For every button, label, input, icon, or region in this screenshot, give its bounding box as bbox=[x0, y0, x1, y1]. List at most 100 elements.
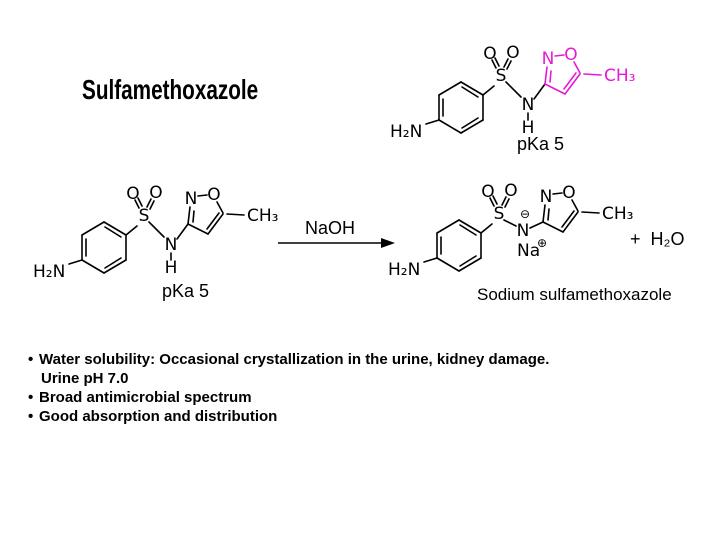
bullet-text: Water solubility: Occasional crystalliza… bbox=[39, 351, 550, 368]
oxygen-right-label: O bbox=[506, 43, 519, 63]
bond bbox=[547, 208, 550, 221]
amine-label: H₂N bbox=[388, 260, 420, 280]
bond bbox=[438, 119, 462, 134]
bond bbox=[68, 259, 83, 265]
bond bbox=[104, 226, 122, 238]
reagent-label: NaOH bbox=[305, 218, 356, 238]
ring-o-label: O bbox=[207, 185, 220, 205]
bond bbox=[503, 58, 509, 68]
bond bbox=[503, 219, 517, 227]
bond bbox=[461, 86, 479, 98]
bond bbox=[506, 60, 512, 70]
bond bbox=[491, 59, 497, 69]
bond bbox=[492, 195, 498, 205]
sodium-label: Na bbox=[517, 241, 540, 261]
pka-label-left: pKa 5 bbox=[162, 281, 210, 301]
bond bbox=[501, 196, 507, 206]
bond bbox=[460, 119, 484, 134]
reaction-arrow-icon bbox=[278, 238, 395, 248]
bond bbox=[494, 57, 500, 67]
bond bbox=[104, 257, 122, 269]
bullet-marker: • bbox=[28, 408, 34, 425]
list-item: • Water solubility: Occasional crystalliz… bbox=[28, 350, 549, 369]
bond bbox=[207, 213, 224, 235]
bond bbox=[504, 198, 510, 208]
bond bbox=[505, 81, 522, 98]
bullet-text: Urine pH 7.0 bbox=[41, 370, 129, 387]
bond bbox=[549, 70, 552, 83]
bond bbox=[459, 255, 477, 267]
bond bbox=[542, 221, 564, 233]
pka-label-top: pKa 5 bbox=[517, 134, 565, 154]
sulfur-label: S bbox=[139, 206, 150, 226]
amide-n-label: N bbox=[517, 221, 530, 241]
bond bbox=[81, 259, 105, 274]
bond bbox=[192, 210, 195, 223]
bullet-text: Broad antimicrobial spectrum bbox=[39, 389, 252, 406]
bond bbox=[425, 119, 440, 125]
methyl-label: CH₃ bbox=[604, 66, 635, 86]
amine-label: H₂N bbox=[33, 262, 65, 282]
bond bbox=[542, 204, 546, 223]
bond bbox=[134, 199, 140, 209]
oxygen-left-label: O bbox=[126, 184, 139, 204]
amide-n-label: N bbox=[522, 95, 535, 115]
bond bbox=[436, 257, 460, 272]
bond bbox=[461, 117, 479, 129]
amide-h-label: H bbox=[522, 118, 535, 138]
ring-o-label: O bbox=[562, 183, 575, 203]
bond bbox=[460, 81, 484, 96]
product-name-label: Sodium sulfamethoxazole bbox=[477, 285, 672, 304]
bullet-text: Good absorption and distribution bbox=[39, 408, 278, 425]
amine-label: H₂N bbox=[390, 122, 422, 142]
methyl-label: CH₃ bbox=[247, 206, 278, 226]
bond bbox=[81, 221, 105, 236]
bond bbox=[459, 224, 477, 236]
ring-o-label: O bbox=[564, 45, 577, 65]
bond bbox=[482, 85, 495, 96]
bond bbox=[226, 213, 245, 216]
bullet-marker: • bbox=[28, 351, 34, 368]
negative-charge: ⊖ bbox=[520, 207, 530, 221]
bond bbox=[533, 83, 546, 100]
bond bbox=[148, 221, 165, 238]
plus-water-label: + H₂O bbox=[630, 229, 685, 249]
bond bbox=[197, 194, 208, 197]
sulfur-label: S bbox=[496, 66, 507, 86]
bond bbox=[458, 257, 482, 272]
bond bbox=[176, 223, 189, 240]
list-item: • Good absorption and distribution bbox=[28, 407, 549, 426]
bond bbox=[187, 206, 191, 225]
arrow-head bbox=[381, 238, 395, 248]
list-item: Urine pH 7.0 bbox=[28, 369, 549, 388]
bond bbox=[206, 212, 220, 230]
bullet-list: • Water solubility: Occasional crystalliz… bbox=[28, 350, 549, 426]
methyl-label: CH₃ bbox=[602, 204, 633, 224]
bond bbox=[489, 197, 495, 207]
bond bbox=[146, 198, 152, 208]
bond bbox=[563, 72, 577, 90]
bond bbox=[458, 219, 482, 234]
ring-n-label: N bbox=[542, 49, 555, 69]
bond bbox=[561, 210, 575, 228]
amide-h-label: H bbox=[165, 258, 178, 278]
bond bbox=[436, 219, 460, 234]
amide-n-label: N bbox=[165, 235, 178, 255]
list-item: • Broad antimicrobial spectrum bbox=[28, 388, 549, 407]
bond bbox=[573, 61, 581, 74]
bond bbox=[552, 192, 563, 195]
ring-n-label: N bbox=[185, 189, 198, 209]
oxygen-left-label: O bbox=[481, 182, 494, 202]
bond bbox=[480, 223, 493, 234]
bullet-marker: • bbox=[28, 389, 34, 406]
bond bbox=[554, 54, 565, 57]
bond bbox=[564, 73, 581, 95]
sulfur-label: S bbox=[494, 204, 505, 224]
bond bbox=[149, 200, 155, 210]
bond bbox=[581, 211, 600, 214]
oxygen-right-label: O bbox=[504, 181, 517, 201]
